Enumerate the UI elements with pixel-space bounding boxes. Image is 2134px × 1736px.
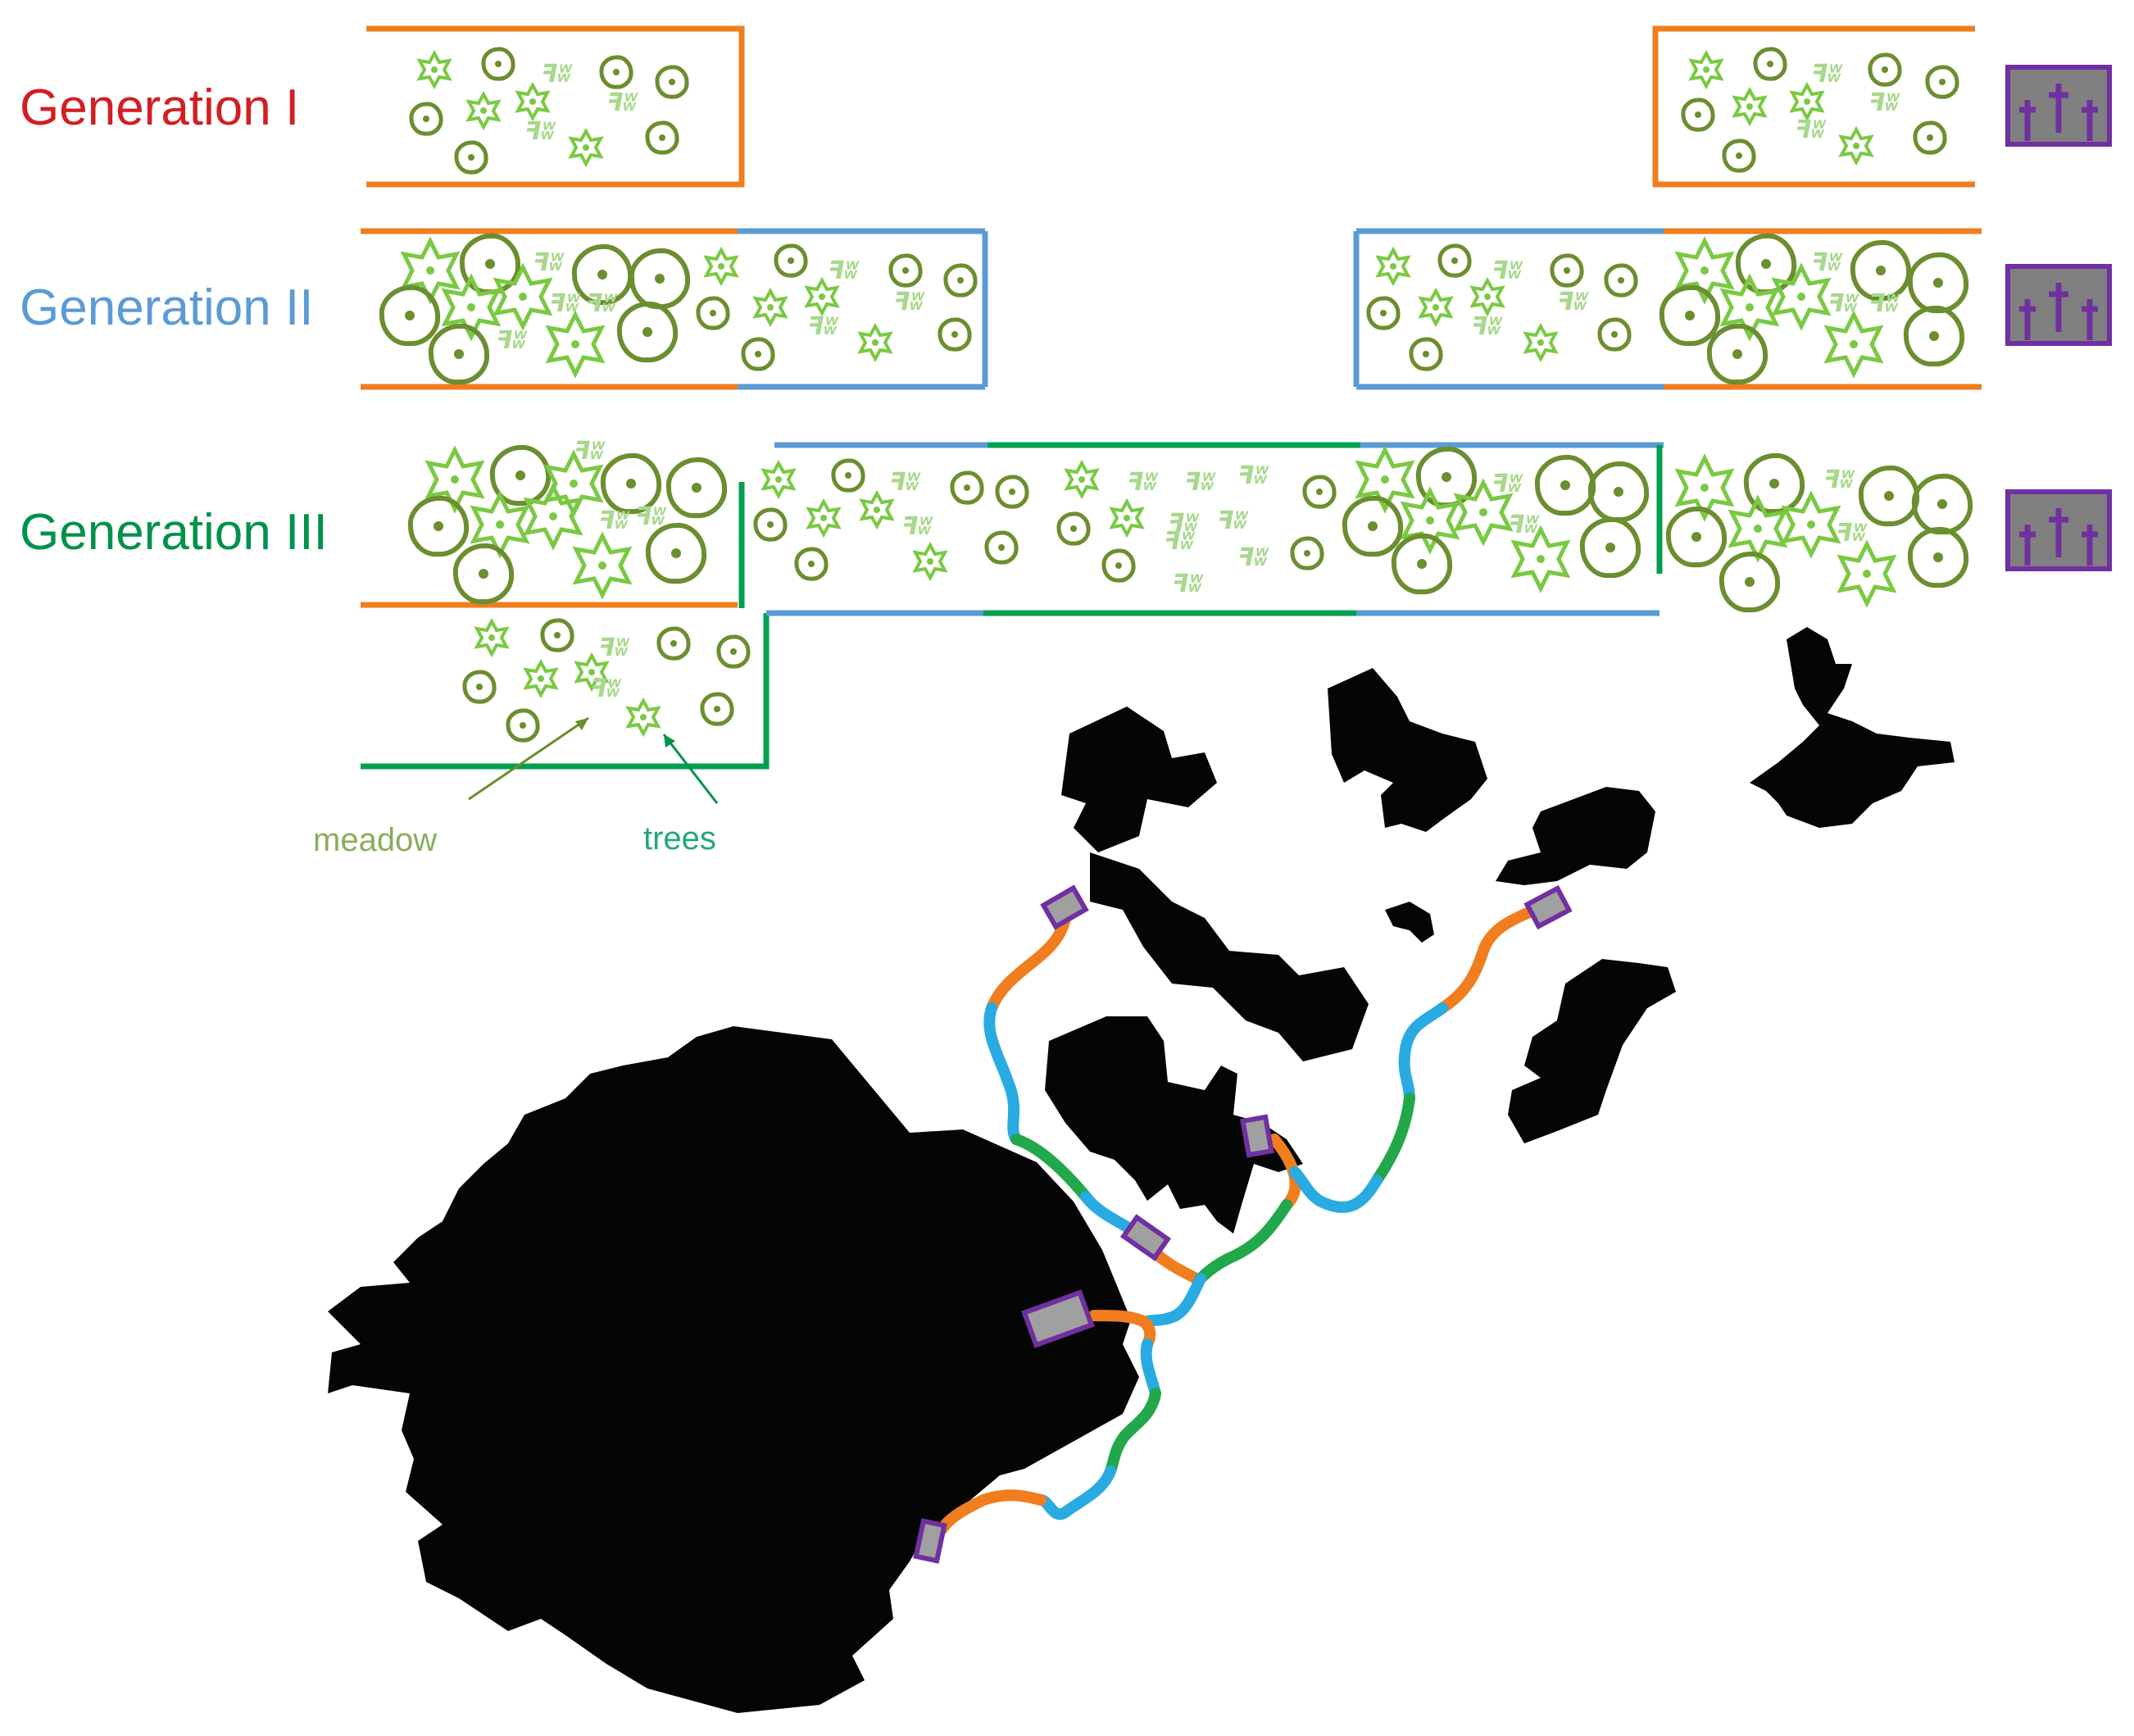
urban-areas xyxy=(328,627,1955,1713)
green-corridors xyxy=(937,900,1551,1534)
central-district xyxy=(1045,1016,1303,1234)
cemetery-marker xyxy=(1021,1289,1095,1348)
north-district-a xyxy=(1061,707,1217,852)
generation-1-right-box xyxy=(1652,25,1975,188)
generation-1-label: Generation I xyxy=(20,80,299,136)
generation-3-corridor xyxy=(361,438,1970,770)
cemetery-icon xyxy=(2008,67,2109,144)
meadow-legend-label: meadow xyxy=(313,822,437,858)
main-city-area xyxy=(328,1026,1139,1713)
small-island xyxy=(1385,902,1434,943)
generation-3-label: Generation III xyxy=(20,504,328,561)
cemetery-marker xyxy=(1523,884,1573,930)
east-district xyxy=(1508,959,1676,1143)
generation-2-right-box xyxy=(1353,228,1982,390)
generation-2-left-box xyxy=(361,228,988,390)
legend: meadow trees xyxy=(313,716,719,858)
north-district-b xyxy=(1090,852,1369,1061)
far-east-district xyxy=(1750,627,1955,828)
cemetery-marker xyxy=(1240,1114,1274,1158)
north-district-c xyxy=(1328,668,1487,832)
cemetery-marker xyxy=(1040,884,1089,930)
cemetery-marker xyxy=(1119,1214,1172,1261)
cemetery-icon xyxy=(2008,266,2109,343)
northeast-district xyxy=(1496,787,1655,885)
generation-1-left-box xyxy=(366,25,745,188)
cemetery-marker xyxy=(913,1518,947,1564)
trees-legend-label: trees xyxy=(643,820,716,857)
generation-2-label: Generation II xyxy=(20,279,313,336)
corridor-cemeteries xyxy=(913,884,1573,1564)
cemetery-icon xyxy=(2008,492,2109,569)
